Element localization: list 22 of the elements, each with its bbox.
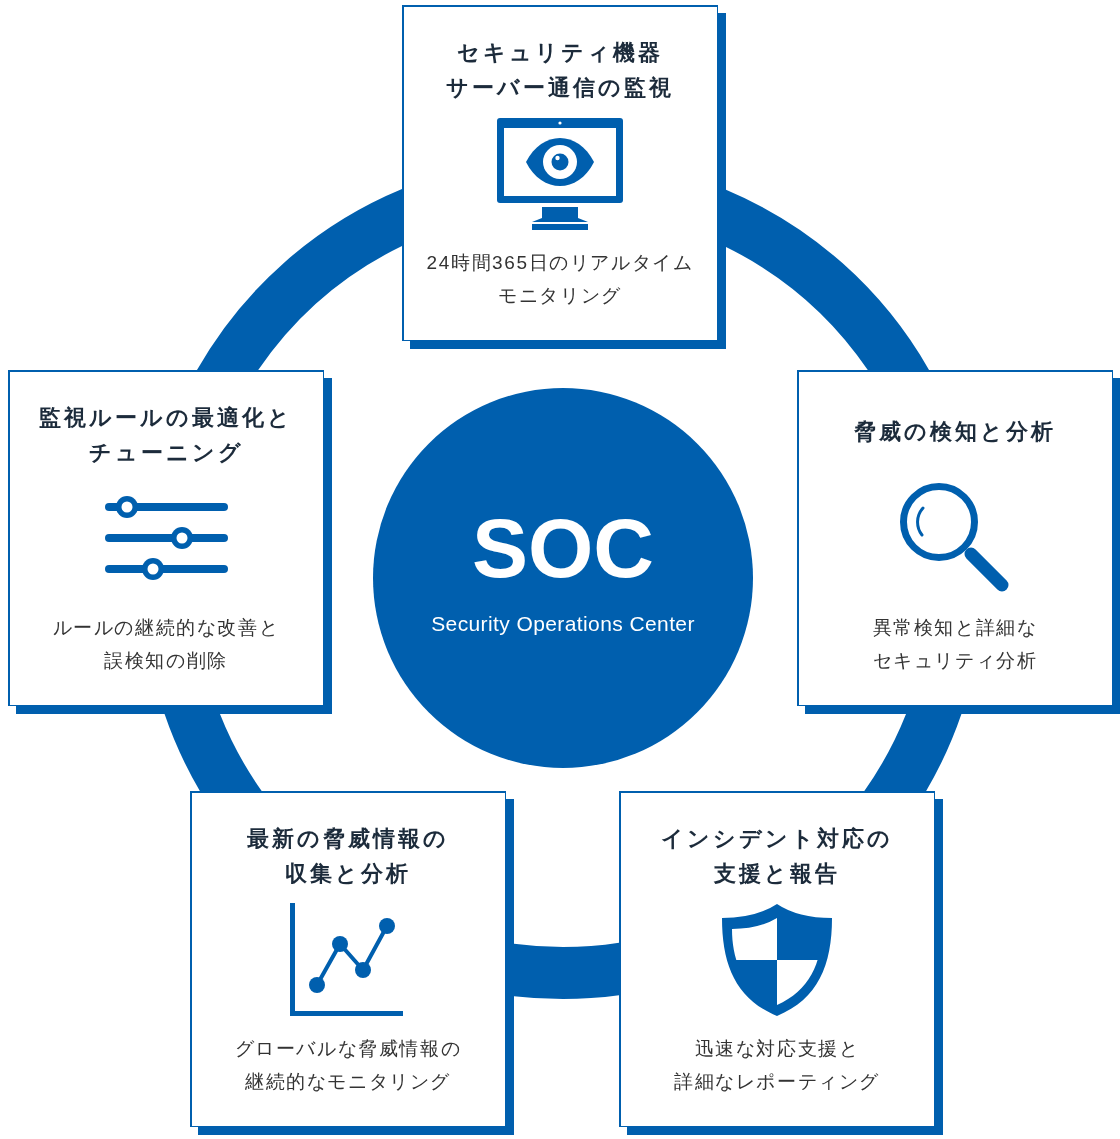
card-title: インシデント対応の支援と報告 (660, 824, 894, 888)
card-title: 最新の脅威情報の収集と分析 (246, 824, 450, 888)
feature-card (402, 5, 726, 349)
card-title: 脅威の検知と分析 (853, 417, 1057, 446)
ring-segment (196, 189, 402, 370)
center-title: SOC (471, 503, 655, 593)
card-description: ルールの継続的な改善と誤検知の削除 (51, 615, 281, 673)
card-description: 24時間365日のリアルタイムモニタリング (425, 250, 695, 308)
feature-card (797, 370, 1120, 714)
center-subtitle: Security Operations Center (430, 611, 696, 637)
feature-card (619, 791, 943, 1135)
card-title: セキュリティ機器サーバー通信の監視 (445, 38, 675, 102)
feature-card (190, 791, 514, 1135)
ring-segment (864, 714, 962, 791)
feature-card (8, 370, 332, 714)
card-description: グローバルな脅威情報の継続的なモニタリング (233, 1036, 463, 1094)
card-description: 異常検知と詳細なセキュリティ分析 (871, 615, 1039, 673)
ring-segment (164, 714, 262, 791)
card-title: 監視ルールの最適化とチューニング (38, 403, 294, 467)
ring-segment (514, 942, 619, 999)
ring-segment (726, 189, 930, 370)
card-description: 迅速な対応支援と詳細なレポーティング (673, 1036, 881, 1094)
